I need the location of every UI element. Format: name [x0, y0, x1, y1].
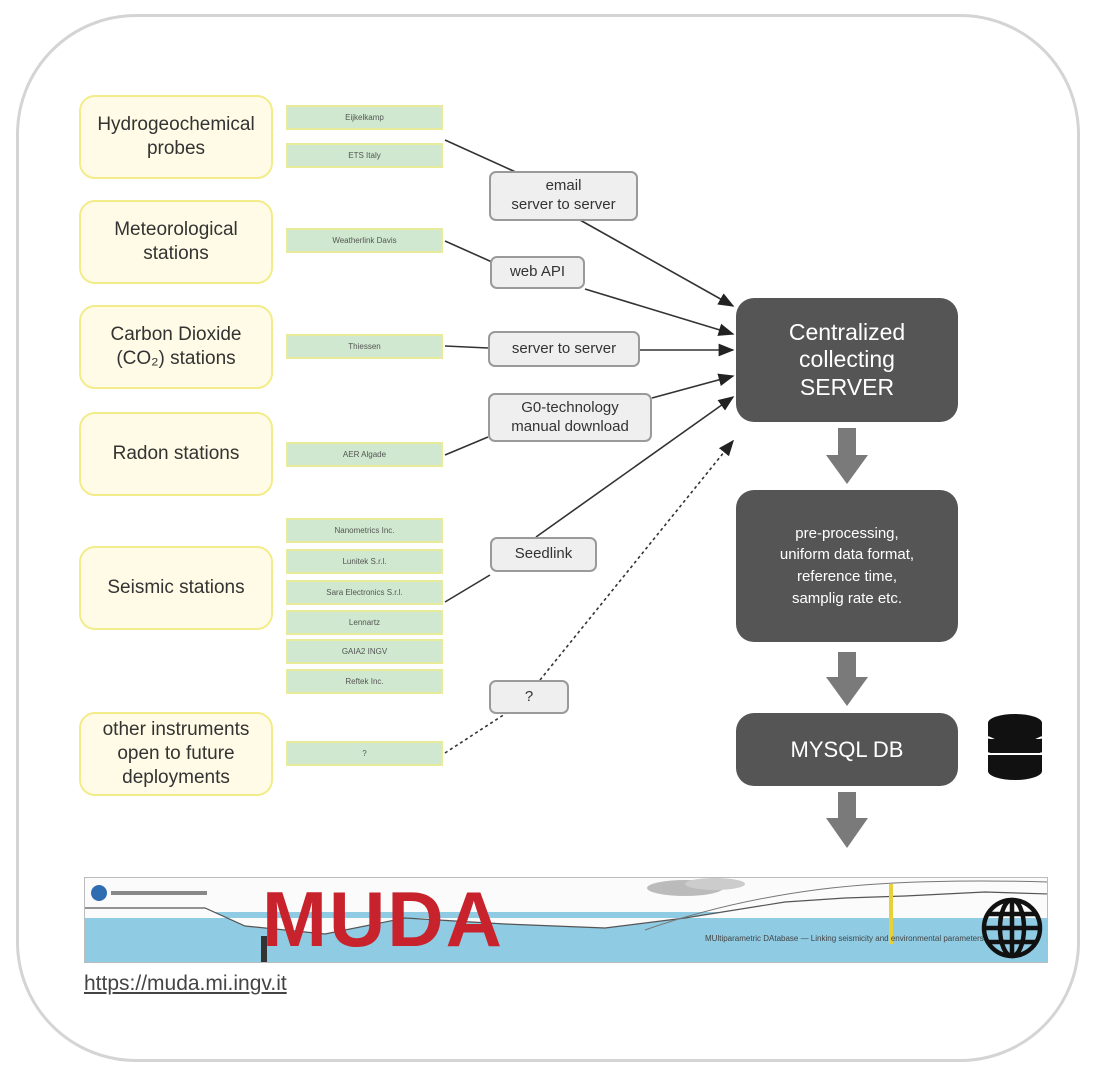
category-co2: Carbon Dioxide (CO₂) stations: [79, 305, 273, 389]
connector-line: [535, 396, 735, 538]
category-meteorological: Meteorological stations: [79, 200, 273, 284]
connector-line: [444, 574, 491, 603]
connector-line: [444, 711, 509, 754]
banner-landscape: [85, 878, 1047, 962]
centralized-server-box: Centralized collecting SERVER: [736, 298, 958, 422]
mysql-db-box: MYSQL DB: [736, 713, 958, 786]
flow-arrow: [826, 652, 868, 706]
device-box: Sara Electronics S.r.l.: [286, 580, 443, 605]
device-box: ?: [286, 741, 443, 766]
connection-seedlink: Seedlink: [490, 537, 597, 572]
database-icon: [987, 714, 1043, 780]
muda-url-link[interactable]: https://muda.mi.ingv.it: [84, 972, 287, 995]
connector-line: [579, 219, 735, 307]
connector-line: [444, 345, 489, 349]
category-other: other instruments open to future deploym…: [79, 712, 273, 796]
connection-web-api: web API: [490, 256, 585, 289]
muda-logo-title: MUDA: [262, 877, 504, 963]
connector-line: [444, 436, 489, 456]
connector-line: [651, 373, 735, 399]
connection-g0-technology: G0-technology manual download: [488, 393, 652, 442]
device-box: Lennartz: [286, 610, 443, 635]
device-box: GAIA2 INGV: [286, 639, 443, 664]
category-hydrogeochemical: Hydrogeochemical probes: [79, 95, 273, 179]
muda-banner: MUDA MUltiparametric DAtabase — Linking …: [84, 877, 1048, 963]
category-radon: Radon stations: [79, 412, 273, 496]
banner-tagline: MUltiparametric DAtabase — Linking seism…: [705, 934, 984, 943]
connection-unknown: ?: [489, 680, 569, 714]
flow-arrow: [826, 792, 868, 848]
preprocessing-box: pre-processing, uniform data format, ref…: [736, 490, 958, 642]
device-box: Thiessen: [286, 334, 443, 359]
device-box: Nanometrics Inc.: [286, 518, 443, 543]
flow-arrow: [826, 428, 868, 484]
connector-line: [584, 288, 735, 336]
device-box: Reftek Inc.: [286, 669, 443, 694]
category-seismic: Seismic stations: [79, 546, 273, 630]
device-box: ETS Italy: [286, 143, 443, 168]
connection-email: email server to server: [489, 171, 638, 221]
device-box: Eijkelkamp: [286, 105, 443, 130]
connector-line: [444, 240, 493, 263]
connector-line: [444, 139, 521, 175]
connection-server-to-server: server to server: [488, 331, 640, 367]
globe-icon[interactable]: [979, 895, 1045, 961]
device-box: Weatherlink Davis: [286, 228, 443, 253]
device-box: AER Algade: [286, 442, 443, 467]
device-box: Lunitek S.r.l.: [286, 549, 443, 574]
